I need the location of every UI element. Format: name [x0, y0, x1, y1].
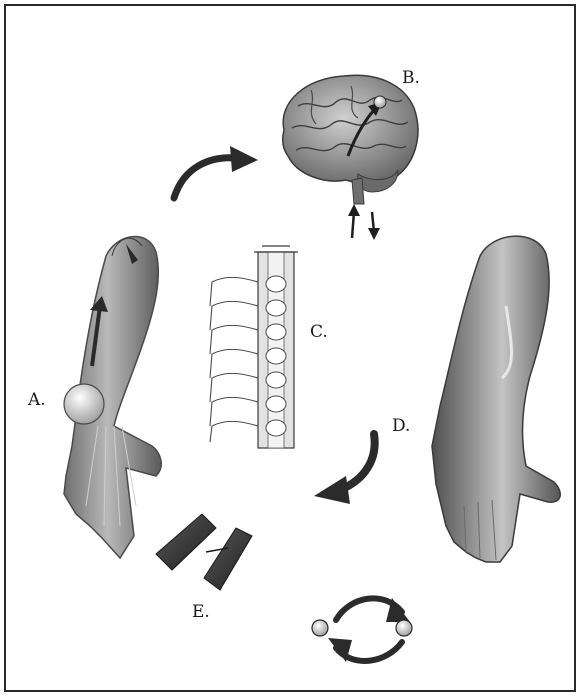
diagram-frame: B. C. A. D. E.: [4, 4, 576, 692]
nerve-segments-illustration: [156, 514, 252, 590]
arrow-down-left-icon: [314, 434, 375, 504]
label-d: D.: [392, 418, 410, 435]
arrow-to-brain-icon: [174, 146, 258, 198]
cycle-arrows-icon: [312, 598, 412, 662]
brain-illustration: [283, 75, 418, 240]
label-e: E.: [192, 604, 210, 621]
spinal-column-illustration: [210, 246, 298, 448]
arm-right-illustration: [432, 236, 560, 562]
label-c: C.: [310, 324, 328, 341]
arm-left-illustration: [64, 237, 161, 558]
label-b: B.: [402, 70, 420, 87]
diagram-canvas: [6, 6, 578, 694]
label-a: A.: [28, 392, 46, 409]
